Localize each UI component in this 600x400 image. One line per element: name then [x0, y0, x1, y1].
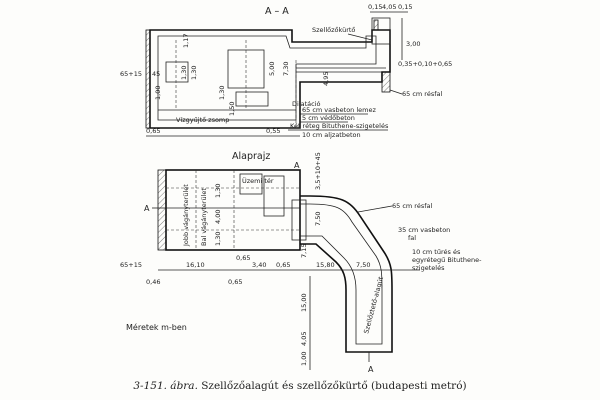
dim-1500: 15,00	[300, 293, 308, 312]
sump-box	[235, 91, 269, 107]
op-space-box	[239, 173, 263, 195]
layer-2-label: 5 cm védőbeton	[302, 113, 355, 122]
dim-400-plan: 4,00	[214, 210, 222, 224]
dim-065b: 0,65	[276, 261, 290, 269]
dim-left-45: 45	[152, 70, 160, 78]
chamber-left	[165, 61, 189, 83]
technical-drawing: A – A Szellőzőkürtő Vízgyűjtő zsomp Dila…	[120, 3, 482, 374]
dim-150: 1,50	[228, 102, 236, 116]
plan-view: Alaprajz Üzemi tér Jobb vágányterület Ba…	[120, 151, 482, 374]
wall35-label-b: fal	[408, 234, 416, 242]
section-wall-label: 65 cm résfal	[402, 90, 442, 98]
dim-130b-plan: 1,30	[214, 232, 222, 246]
dim-100: 1,00	[154, 86, 162, 100]
plan-chamber	[263, 175, 285, 217]
section-title: A – A	[265, 6, 289, 17]
dilatation-label: Dilatáció	[292, 100, 321, 108]
dim-top-b: 4,05	[382, 3, 396, 11]
dim-top-c: 0,15	[398, 3, 412, 11]
fill-label-a: 10 cm tűrés és	[412, 247, 461, 256]
dim-730: 7,30	[282, 62, 290, 76]
dim-117: 1,17	[182, 34, 190, 48]
air-shaft-label: Szellőzőkürtő	[312, 25, 355, 34]
units-note: Méretek m-ben	[126, 322, 187, 332]
dim-100-plan: 1,00	[300, 352, 308, 366]
vent-tunnel-inner	[300, 203, 383, 345]
dim-130c: 1,30	[218, 86, 226, 100]
sump-label: Vízgyűjtő zsomp	[176, 115, 229, 124]
figure-caption: 3-151. ábra. Szellőzőalagút és szellőzők…	[0, 380, 600, 392]
fill-label-b: egyrétegű Bituthene-	[412, 255, 482, 264]
dim-130b: 1,30	[190, 66, 198, 80]
caption-text: Szellőzőalagút és szellőzőkürtő (budapes…	[197, 380, 467, 392]
op-space-label-1: Üzemi tér	[242, 176, 274, 185]
plan-block-outline	[165, 169, 301, 251]
plan-left-hatch	[157, 169, 167, 251]
air-shaft-leader	[347, 33, 373, 41]
caption-figure-number: 3-151. ábra.	[133, 380, 198, 392]
dim-750a: 7,50	[356, 261, 370, 269]
dim-130a: 1,30	[180, 66, 188, 80]
dim-340: 3,40	[252, 261, 266, 269]
dim-500: 5,00	[268, 62, 276, 76]
plan-wall-leader	[357, 205, 393, 213]
dim-left-65-15: 65+15	[120, 70, 142, 78]
left-track-label: Bal vágányterület	[200, 188, 208, 246]
air-shaft-outline	[371, 17, 391, 45]
dim-065c: 0,65	[228, 278, 242, 286]
dim-750b: 7,50	[314, 212, 322, 226]
dim-3501545: 3,5+10+45	[314, 152, 322, 190]
layer-3-label: Két réteg Bituthene-szigetelés	[290, 122, 389, 130]
layer-4-label: 10 cm aljzatbeton	[302, 131, 361, 139]
section-left-hatch	[145, 29, 151, 129]
dim-046: 0,46	[146, 278, 160, 286]
dim-715: 7,15	[300, 244, 308, 258]
section-inner-outline	[157, 35, 377, 121]
wall-leader	[389, 89, 403, 95]
section-wall-hatch	[381, 71, 391, 93]
dim-bottom-055: 0,55	[266, 127, 280, 135]
dim-1580: 15,80	[316, 261, 335, 269]
cut-marker-top: A	[294, 161, 300, 170]
dim-130a-plan: 1,30	[214, 184, 222, 198]
plan-title: Alaprajz	[232, 151, 270, 162]
cut-marker-left: A	[144, 204, 150, 213]
dim-495: 4,95	[322, 72, 330, 86]
section-view: A – A Szellőzőkürtő Vízgyűjtő zsomp Dila…	[120, 3, 452, 139]
dim-top-a: 0,15	[368, 3, 382, 11]
plan-wall65-label: 65 cm résfal	[392, 202, 432, 210]
dim-bottom-065: 0,65	[146, 127, 160, 135]
dim-300: 3,00	[406, 40, 420, 48]
dim-065a: 0,65	[236, 254, 250, 262]
layer-1-label: 65 cm vasbeton lemez	[302, 106, 376, 114]
dim-65-15: 65+15	[120, 261, 142, 269]
right-track-label: Jobb vágányterület	[182, 184, 190, 247]
dim-1610: 16,10	[186, 261, 205, 269]
dim-h035: 0,35+0,10+0,65	[398, 60, 452, 68]
dim-405: 4,05	[300, 332, 308, 346]
cut-marker-bottom: A	[368, 365, 374, 374]
tunnel-junction	[291, 199, 307, 241]
air-shaft-hatch	[373, 19, 379, 31]
wall35-label-a: 35 cm vasbeton	[398, 226, 450, 234]
fill-label-c: szigetelés	[412, 264, 445, 272]
vent-tunnel-outer	[300, 195, 393, 353]
